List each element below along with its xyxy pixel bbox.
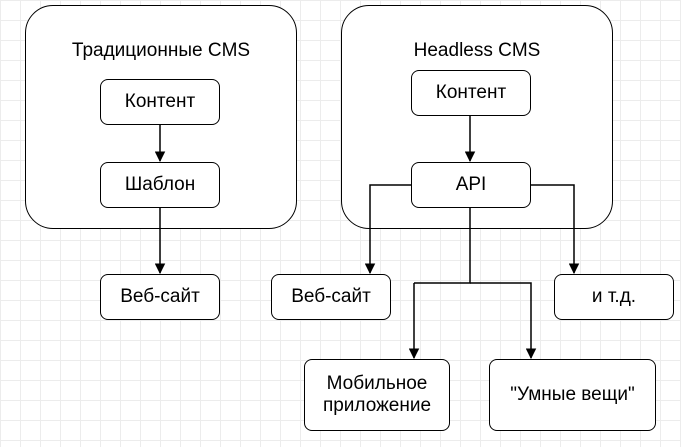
node-trad-template: Шаблон	[100, 162, 220, 208]
node-etc: и т.д.	[554, 274, 674, 320]
node-headless-website: Веб-сайт	[271, 274, 391, 320]
group-traditional-cms-title: Традиционные CMS	[71, 40, 251, 61]
node-mobile-app: Мобильное приложение	[304, 359, 450, 431]
node-trad-content: Контент	[100, 79, 220, 125]
edge-api-to-smart	[470, 282, 537, 360]
node-api: API	[411, 162, 531, 208]
node-headless-content: Контент	[411, 70, 531, 116]
node-smart-things: "Умные вещи"	[489, 359, 656, 431]
group-headless-cms-title: Headless CMS	[413, 40, 541, 61]
node-trad-website: Веб-сайт	[100, 274, 220, 320]
